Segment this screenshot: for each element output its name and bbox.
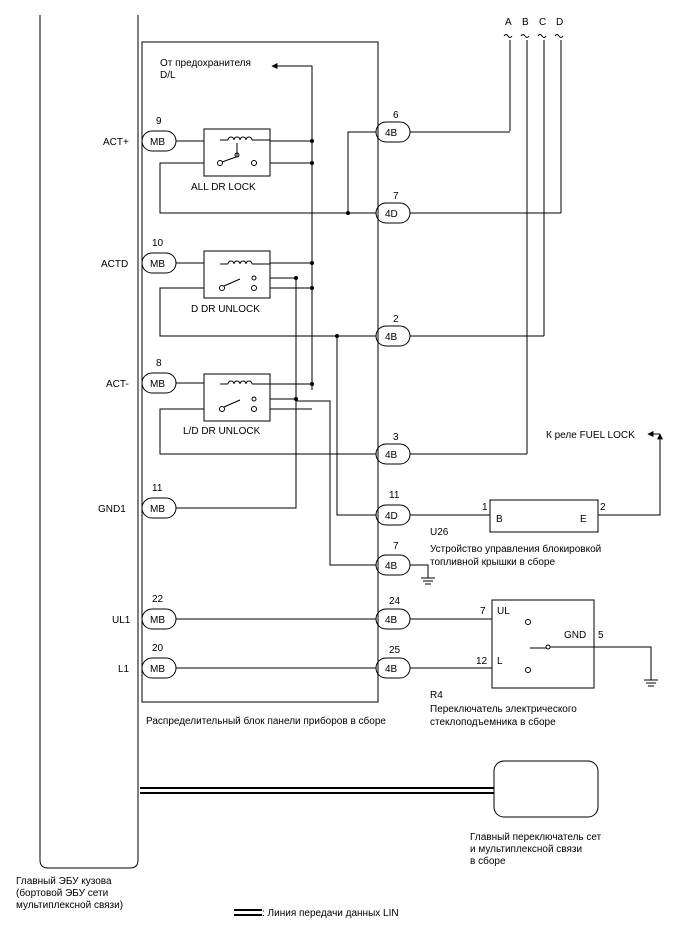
connector-label: MB [150,615,165,626]
fuel-lid-pin-b-num: 1 [482,502,488,513]
jb-pin-3-4b: 3 4B [375,432,411,465]
ecu-pin-act-minus: ACT- 8 MB [106,358,177,394]
relay-label-d-dr-unlock: D DR UNLOCK [191,304,260,315]
bus-label-a: A [505,17,512,28]
ecu-pin-act-plus: ACT+ 9 MB [103,116,177,152]
ws-label-2: стеклоподъемника в сборе [430,716,556,728]
bus-lines: A B C D [503,17,564,454]
connector-label: 4B [385,664,398,675]
connector-label: 4D [385,511,398,522]
connector-label: MB [150,504,165,515]
connector-label: MB [150,379,165,390]
connector-label: 4D [385,209,398,220]
pin-number: 3 [393,432,399,443]
fuse-source-label-2: D/L [160,70,176,81]
pin-number: 7 [393,541,399,552]
jb-pin-6-4b: 6 4B [375,110,411,143]
junction-dots [294,139,350,401]
ecu-outline [39,15,139,869]
ecu-pin-gnd1: GND1 11 MB [98,483,177,519]
master-switch-label-1: Главный переключатель сет [470,832,602,843]
connector-label: MB [150,664,165,675]
signal-label: ACTD [101,259,128,270]
connector-label: MB [150,137,165,148]
bus-label-d: D [556,17,563,28]
wires [159,131,663,669]
fuel-lid-unit: 1 B 2 E U26 Устройство управления блокир… [430,430,635,568]
ecu-label-1: Главный ЭБУ кузова [16,876,112,887]
pin-number: 6 [393,110,399,121]
signal-label: L1 [118,664,130,675]
master-switch: Главный переключатель сет и мультиплексн… [140,760,602,867]
junction-block-outline [141,41,379,703]
connector-label: 4B [385,332,398,343]
fuel-relay-label: К реле FUEL LOCK [546,430,635,441]
relay-ld-dr-unlock: L/D DR UNLOCK [183,373,271,437]
signal-label: ACT+ [103,137,129,148]
jb-pin-2-4b: 2 4B [375,314,411,347]
ws-ul: UL [497,606,510,617]
signal-label: UL1 [112,615,131,626]
ws-code: R4 [430,690,443,701]
connector-label: 4B [385,128,398,139]
fuel-lid-pin-b: B [496,514,503,525]
pin-number: 9 [156,116,162,127]
pin-number: 25 [389,645,401,656]
legend: : Линия передачи данных LIN [234,908,399,919]
master-switch-label-2: и мультиплексной связи [470,844,582,855]
pin-number: 20 [152,643,164,654]
fuse-feed-wire [271,63,313,390]
fuel-lid-pin-e-num: 2 [600,502,606,513]
fuse-source-label-1: От предохранителя [160,58,251,69]
ws-l: L [497,656,503,667]
connector-label: 4B [385,615,398,626]
bus-label-b: B [522,17,529,28]
pin-number: 2 [393,314,399,325]
pin-number: 8 [156,358,162,369]
relay-label-all-dr-lock: ALL DR LOCK [191,182,256,193]
relay-label-ld-dr-unlock: L/D DR UNLOCK [183,426,261,437]
ws-gnd-num: 5 [598,630,604,641]
pin-number: 11 [152,483,163,494]
connector-label: 4B [385,450,398,461]
pin-number: 11 [389,490,400,501]
signal-label: ACT- [106,379,129,390]
fuel-lid-label-2: топливной крышки в сборе [430,556,555,568]
connector-label: MB [150,259,165,270]
relay-all-dr-lock: ALL DR LOCK [191,128,271,193]
jb-pin-24-4b: 24 4B [375,596,411,630]
ws-ul-num: 7 [480,606,486,617]
signal-label: GND1 [98,504,126,515]
ecu-pin-l1: L1 20 MB [118,643,177,679]
pin-number: 24 [389,596,401,607]
jb-pin-7-4d: 7 4D [375,191,411,224]
legend-text: : Линия передачи данных LIN [262,908,399,919]
relay-d-dr-unlock: D DR UNLOCK [191,250,271,315]
fuel-lid-pin-e: E [580,514,587,525]
window-switch: 7 UL 12 L GND 5 R4 Переключатель электри… [430,599,658,728]
jb-pin-11-4d: 11 4D [375,490,411,526]
junction-block-label: Распределительный блок панели приборов в… [146,715,386,727]
pin-number: 10 [152,238,164,249]
ws-label-1: Переключатель электрического [430,704,577,715]
connector-label: 4B [385,561,398,572]
pin-number: 22 [152,594,164,605]
pin-number: 7 [393,191,399,202]
jb-pin-7-4b: 7 4B [375,541,411,576]
master-switch-label-3: в сборе [470,855,506,867]
fuel-lid-code: U26 [430,527,449,538]
ws-l-num: 12 [476,656,488,667]
ecu-label-2: (бортовой ЭБУ сети [16,887,108,899]
ecu-pin-ul1: UL1 22 MB [112,594,177,630]
bus-label-c: C [539,17,546,28]
jb-pin-25-4b: 25 4B [375,645,411,679]
ws-gnd: GND [564,630,586,641]
ecu-label-3: мультиплексной связи) [16,900,123,911]
fuel-lid-label-1: Устройство управления блокировкой [430,543,601,555]
